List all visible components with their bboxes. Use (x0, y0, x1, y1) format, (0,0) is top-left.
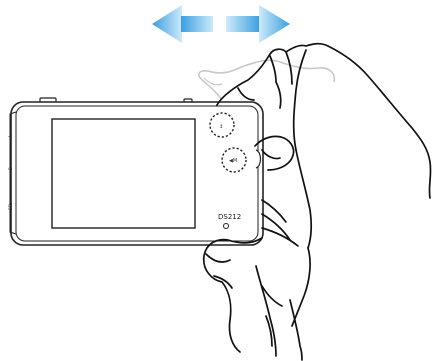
thumb-outline (204, 238, 262, 352)
wrist-left-outline (256, 266, 276, 356)
palm-lower-outline (292, 248, 310, 326)
arrow-right-head-icon (259, 5, 290, 43)
finger-crease-2 (294, 50, 306, 150)
arrow-left-shaft (181, 16, 213, 32)
device-screen (52, 119, 195, 228)
wrist-right-outline (290, 300, 302, 360)
index-knuckle-crease (270, 56, 281, 108)
lower-dial-label: ◀M (229, 158, 237, 164)
arrow-left-head-icon (152, 5, 182, 43)
thumb-nail-icon (206, 254, 230, 262)
index-finger-nail-icon (238, 88, 254, 100)
side-label-a: A (8, 135, 13, 138)
fingers-behind-device (262, 200, 298, 246)
model-label: DS212 (218, 213, 241, 221)
ghost-finger-outline (199, 60, 334, 100)
arrow-right-shaft (226, 16, 260, 32)
side-label-b: B (8, 167, 13, 170)
swipe-arrow-icon (152, 5, 290, 43)
status-led-icon (224, 224, 229, 229)
side-label-sel: SEL (8, 202, 13, 210)
middle-finger-nail-icon (262, 150, 280, 159)
finger-crease-1 (286, 52, 292, 84)
right-edge-knob (256, 150, 261, 168)
palm-edge-outline (296, 150, 311, 248)
handheld-device: A B SEL ↕ ◀M DS212 (8, 98, 263, 245)
upper-dial-symbol: ↕ (219, 124, 223, 130)
